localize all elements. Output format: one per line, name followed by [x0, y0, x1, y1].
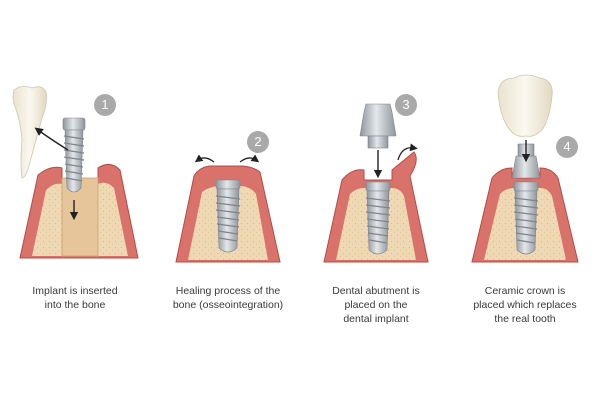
- step-number-badge: 4: [556, 136, 578, 158]
- gum-close-arrow-left: [194, 154, 215, 163]
- step-number-badge: 1: [94, 94, 116, 116]
- step-number-badge: 2: [247, 131, 269, 153]
- implant-screw: [365, 181, 391, 255]
- implant-screw: [62, 117, 86, 193]
- drilled-socket: [61, 177, 99, 257]
- step-number-badge: 3: [395, 94, 417, 116]
- abutment: [511, 143, 541, 179]
- gum-open-arrow: [397, 143, 418, 161]
- step-2-caption: Healing process of the bone (osseointegr…: [172, 285, 284, 311]
- step-1-illustration: [12, 86, 139, 259]
- implant-screw: [513, 181, 539, 255]
- step-2-illustration: [175, 154, 281, 263]
- step-1-caption: Implant is inserted into the bone: [32, 285, 118, 311]
- ceramic-crown: [497, 74, 553, 137]
- bone: [32, 182, 128, 256]
- extraction-arrow: [34, 127, 69, 151]
- implant-screw: [215, 179, 241, 253]
- gum-close-arrow-right: [239, 154, 260, 163]
- abutment: [359, 103, 397, 149]
- extracted-tooth: [12, 86, 47, 179]
- step-4-caption: Ceramic crown is placed which replaces t…: [473, 285, 577, 325]
- step-3-illustration: [323, 103, 429, 263]
- step-4-illustration: [471, 74, 579, 263]
- step-3-caption: Dental abutment is placed on the dental …: [332, 285, 420, 325]
